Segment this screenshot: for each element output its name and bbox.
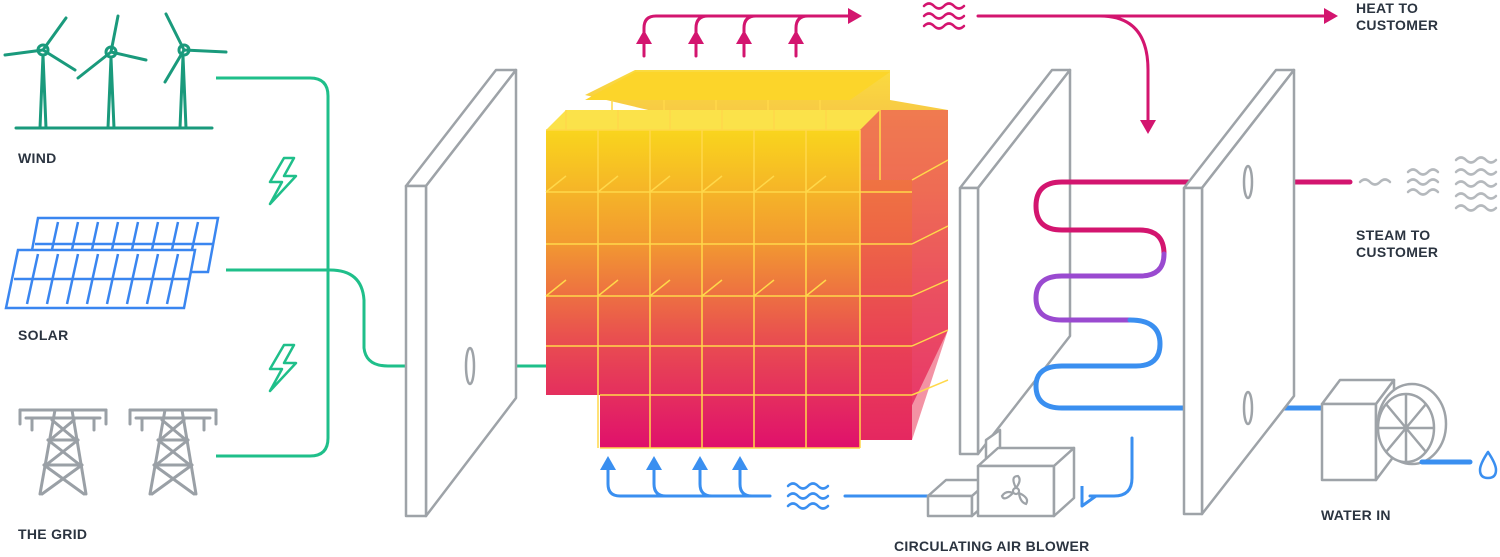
label-wind: WIND <box>18 150 57 166</box>
label-circulating-air-blower: CIRCULATING AIR BLOWER <box>894 538 1090 554</box>
heat-wave-icon <box>786 482 830 510</box>
label-water-in: WATER IN <box>1321 507 1391 523</box>
label-solar: SOLAR <box>18 327 69 343</box>
heat-storage-blocks <box>545 70 949 449</box>
cool-air-flow <box>606 436 1134 498</box>
circulating-air-blower <box>926 428 1076 518</box>
steam-wave-icon <box>1358 156 1498 212</box>
wind-turbine-icon <box>3 12 228 130</box>
insulation-wall-left <box>404 68 518 518</box>
label-heat-to-customer-1: HEAT TO <box>1356 0 1419 16</box>
label-heat-to-customer-2: CUSTOMER <box>1356 17 1439 33</box>
heat-wave-icon <box>922 2 966 30</box>
label-the-grid: THE GRID <box>18 526 88 542</box>
hot-air-flow <box>642 14 1328 124</box>
insulation-wall-middle <box>958 68 1072 456</box>
transmission-tower-icon <box>18 408 218 496</box>
label-steam-to-customer-2: CUSTOMER <box>1356 244 1439 260</box>
water-drop-icon <box>1478 450 1498 480</box>
fan-icon <box>1000 474 1029 506</box>
arrow-heads-cool <box>600 456 748 470</box>
label-steam-to-customer-1: STEAM TO <box>1356 227 1431 243</box>
solar-panel-icon <box>4 216 220 310</box>
insulation-wall-right <box>1182 68 1296 516</box>
lightning-bolt-icon <box>268 156 298 393</box>
arrow-head-blower <box>1080 486 1097 508</box>
pump-icon <box>1320 378 1448 482</box>
arrow-heads-hot <box>636 8 1338 134</box>
